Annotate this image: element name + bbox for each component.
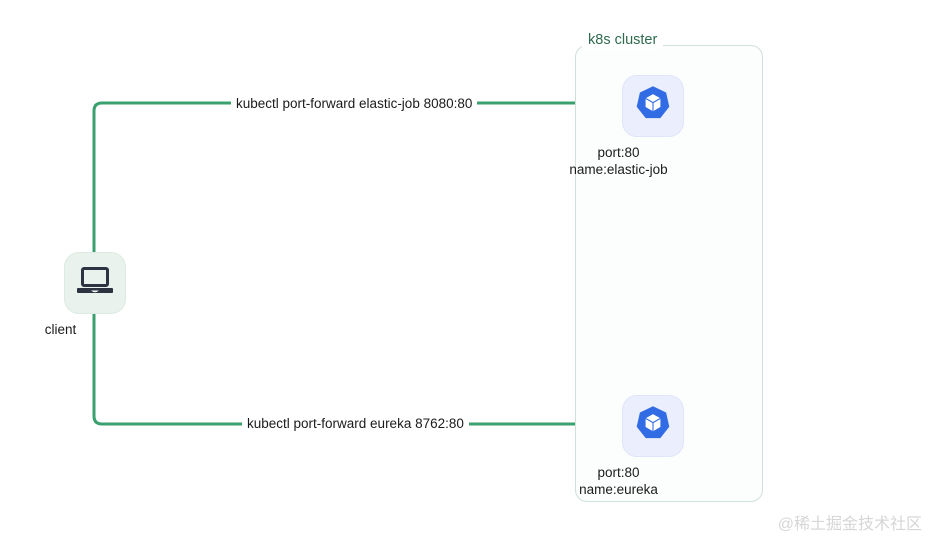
edge-label-eureka: kubectl port-forward eureka 8762:80 bbox=[242, 415, 469, 432]
pod-port-elastic-job: port:80 bbox=[597, 145, 640, 160]
pod-name-eureka: name:eureka bbox=[579, 482, 658, 497]
client-caption: client bbox=[44, 322, 77, 337]
k8s-cluster-label: k8s cluster bbox=[582, 31, 664, 49]
pod-port-eureka: port:80 bbox=[597, 465, 640, 480]
pod-name-elastic-job: name:elastic-job bbox=[569, 162, 668, 177]
pod-node-eureka[interactable]: port:80 name:eureka bbox=[579, 395, 684, 498]
client-node[interactable]: client bbox=[45, 252, 126, 338]
pod-caption-eureka: port:80 name:eureka bbox=[519, 464, 719, 498]
pod-icon-box-elastic-job[interactable] bbox=[622, 75, 684, 137]
kubernetes-pod-icon bbox=[633, 84, 673, 129]
kubernetes-pod-icon bbox=[633, 404, 673, 449]
watermark: @稀土掘金技术社区 bbox=[777, 516, 922, 533]
edge-client-to-elastic-job bbox=[92, 99, 614, 254]
laptop-icon bbox=[76, 266, 114, 301]
edge-label-elastic-job: kubectl port-forward elastic-job 8080:80 bbox=[231, 95, 478, 112]
client-icon-box[interactable] bbox=[64, 252, 126, 314]
pod-icon-box-eureka[interactable] bbox=[622, 395, 684, 457]
pod-caption-elastic-job: port:80 name:elastic-job bbox=[519, 144, 719, 178]
edge-client-to-eureka bbox=[92, 310, 614, 428]
pod-node-elastic-job[interactable]: port:80 name:elastic-job bbox=[569, 75, 684, 178]
